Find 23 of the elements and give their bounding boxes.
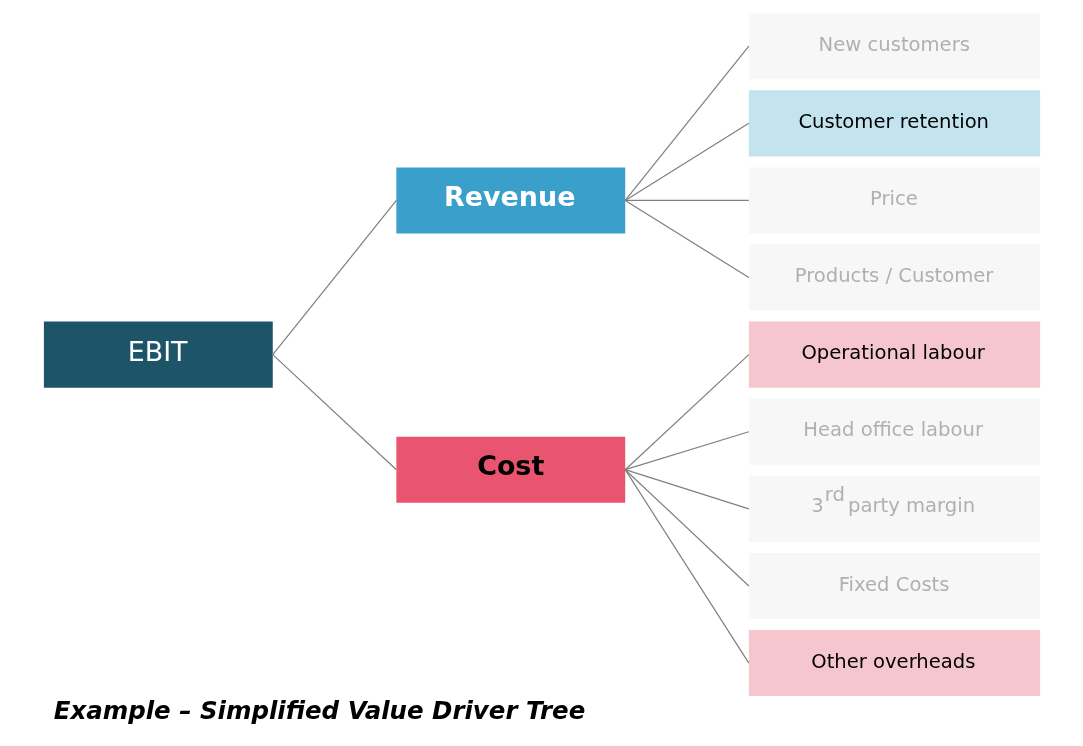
connector [624,469,749,510]
node-box: Head office labour [748,398,1040,465]
connector [624,199,749,279]
connector [624,354,749,471]
node-box: Customer retention [748,90,1040,157]
node-box: Products / Customer [748,244,1040,311]
node-box: Price [748,167,1040,234]
node-box: New customers [748,13,1040,80]
node-box: Revenue [395,167,625,234]
connector [624,431,749,471]
connector [624,469,749,587]
connector [624,199,749,202]
node-box: Cost [395,436,625,503]
node-box: EBIT [43,321,273,388]
node-box: Operational labour [748,321,1040,388]
connector [271,354,397,471]
node-box: Other overheads [748,630,1040,697]
connector [624,122,749,202]
connector [271,199,397,356]
connector [624,45,749,202]
caption: Example – Simplified Value Driver Tree [53,696,585,726]
connector [624,469,749,664]
node-box: Fixed Costs [748,552,1040,619]
